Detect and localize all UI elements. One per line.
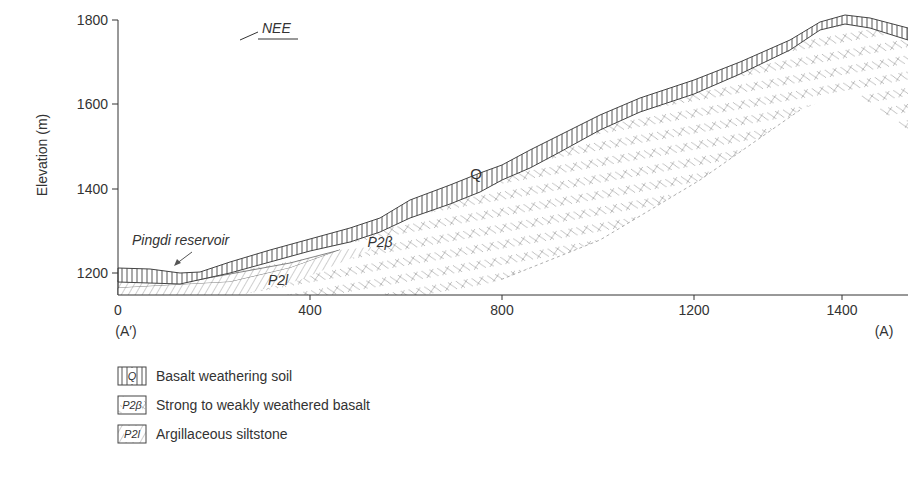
legend-text: Strong to weakly weathered basalt bbox=[156, 397, 370, 413]
layer-label: P2β bbox=[367, 234, 392, 250]
direction-mark bbox=[240, 32, 258, 40]
axis-tick: 0 bbox=[114, 302, 122, 318]
soil-layer bbox=[118, 15, 908, 284]
direction-mark bbox=[258, 39, 298, 40]
legend-swatch bbox=[118, 396, 146, 414]
legend-swatch bbox=[118, 367, 146, 385]
axes bbox=[112, 20, 908, 300]
swatch-symbol: P2l bbox=[124, 426, 140, 442]
axis-tick: 1800 bbox=[77, 12, 108, 28]
boundary-line bbox=[500, 110, 800, 280]
legend-text: Argillaceous siltstone bbox=[156, 426, 288, 442]
axis-tick: 1400 bbox=[826, 302, 857, 318]
swatch-symbol: P2β bbox=[122, 397, 142, 413]
direction-label: NEE bbox=[262, 20, 291, 36]
axis-tick: 1600 bbox=[77, 96, 108, 112]
legend-swatch bbox=[118, 425, 146, 443]
section-end: (A) bbox=[875, 323, 894, 339]
legend-text: Basalt weathering soil bbox=[156, 368, 292, 384]
section-end: (A′) bbox=[115, 323, 136, 339]
axis-title: Elevation (m) bbox=[34, 114, 50, 196]
axis-tick: 400 bbox=[298, 302, 321, 318]
axis-tick: 800 bbox=[490, 302, 513, 318]
layer-label: Q bbox=[470, 166, 482, 182]
swatch-symbol: Q bbox=[128, 368, 137, 384]
arrow-head bbox=[174, 259, 181, 266]
layer-label: P2l bbox=[268, 272, 288, 288]
axis-tick: 1200 bbox=[77, 265, 108, 281]
axis-tick: 1200 bbox=[678, 302, 709, 318]
axis-tick: 1400 bbox=[77, 181, 108, 197]
place-label: Pingdi reservoir bbox=[132, 232, 229, 248]
